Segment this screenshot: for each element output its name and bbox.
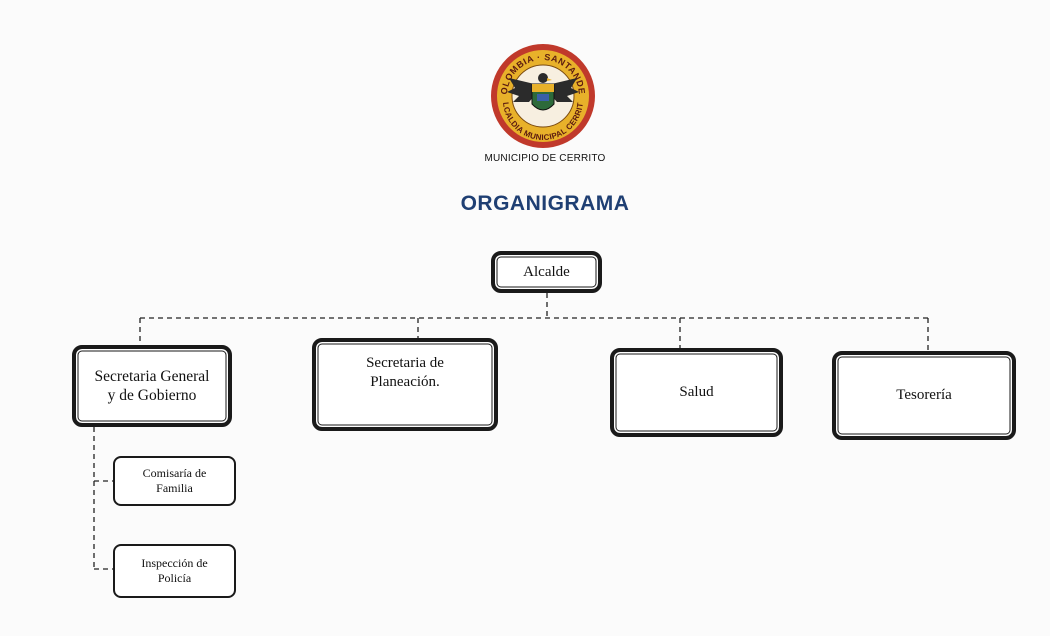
node-secretaria-general-line2: y de Gobierno bbox=[107, 387, 197, 404]
municipality-name: MUNICIPIO DE CERRITO bbox=[484, 153, 606, 164]
node-comisaria-line1: Comisaría de bbox=[142, 466, 207, 480]
node-salud: Salud bbox=[610, 348, 783, 437]
node-secretaria-planeacion-line1: Secretaria de bbox=[366, 355, 444, 371]
municipal-seal-logo: COLOMBIA · SANTANDER ALCALDIA MUNICIPAL … bbox=[489, 42, 595, 148]
node-salud-label: Salud bbox=[679, 384, 714, 401]
node-tesoreria-label: Tesorería bbox=[896, 387, 952, 404]
node-alcalde-label: Alcalde bbox=[523, 263, 570, 280]
node-secretaria-planeacion-line2: Planeación. bbox=[370, 373, 440, 390]
node-comisaria-familia: Comisaría de Familia bbox=[113, 456, 236, 506]
node-secretaria-general-line1: Secretaria General bbox=[94, 367, 210, 385]
node-inspeccion-policia: Inspección de Policía bbox=[113, 544, 236, 598]
node-inspeccion-line2: Policía bbox=[157, 571, 192, 585]
node-inspeccion-line1: Inspección de bbox=[141, 556, 208, 570]
node-comisaria-line2: Familia bbox=[156, 481, 193, 495]
node-alcalde: Alcalde bbox=[491, 251, 602, 293]
node-tesoreria: Tesorería bbox=[832, 351, 1016, 440]
page-title: ORGANIGRAMA bbox=[460, 192, 630, 215]
node-secretaria-general: Secretaria General y de Gobierno bbox=[72, 345, 232, 427]
node-secretaria-planeacion: Secretaria de Planeación. bbox=[312, 338, 498, 431]
